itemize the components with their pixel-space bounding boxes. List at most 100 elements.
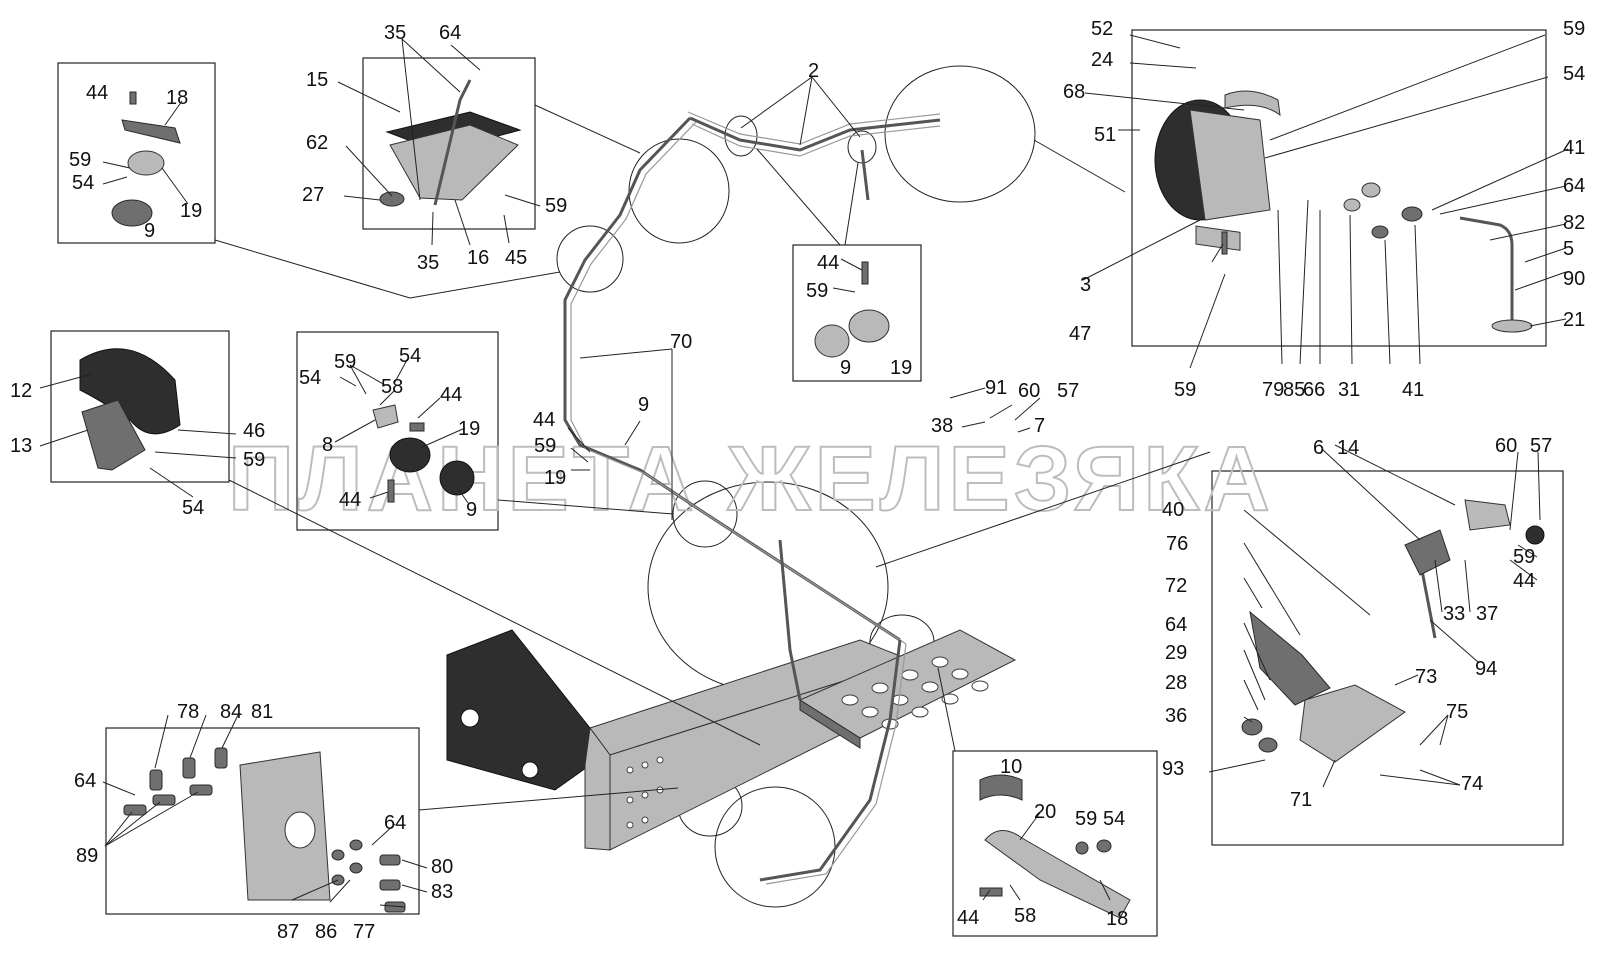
part-label: 15	[306, 69, 328, 91]
label-leaders	[39, 34, 1569, 908]
part-labels: 44 18 59 54 19 9 35 64 15 62 27 59 35 16…	[10, 18, 1585, 943]
part-label: 20	[1034, 801, 1056, 823]
part-label: 64	[384, 812, 406, 834]
part-label: 46	[243, 420, 265, 442]
part-label: 57	[1530, 435, 1552, 457]
part-label: 81	[251, 701, 273, 723]
part-label: 86	[315, 921, 337, 943]
part-label: 3	[1080, 274, 1091, 296]
part-label: 70	[670, 331, 692, 353]
part-label: 77	[353, 921, 375, 943]
pipelines	[563, 111, 941, 885]
part-label: 66	[1303, 379, 1325, 401]
part-label: 68	[1063, 81, 1085, 103]
part-label: 9	[840, 357, 851, 379]
connector-lines	[214, 104, 1211, 811]
part-label: 90	[1563, 268, 1585, 290]
part-label: 5	[1563, 238, 1574, 260]
detail-box-frame-clamp	[952, 750, 1158, 937]
part-label: 87	[277, 921, 299, 943]
part-label: 7	[1034, 415, 1045, 437]
part-label: 72	[1165, 575, 1187, 597]
part-label: 19	[180, 200, 202, 222]
part-label: 35	[384, 22, 406, 44]
part-label: 36	[1165, 705, 1187, 727]
part-label: 28	[1165, 672, 1187, 694]
part-label: 10	[1000, 756, 1022, 778]
part-label: 83	[431, 881, 453, 903]
detail-box-bracket	[296, 331, 499, 531]
part-label: 44	[86, 82, 108, 104]
part-label: 40	[1162, 499, 1184, 521]
part-glyphs	[79, 79, 1545, 919]
part-label: 44	[957, 907, 979, 929]
step-plate	[798, 629, 1017, 749]
part-label: 41	[1402, 379, 1424, 401]
part-label: 44	[440, 384, 462, 406]
part-label: 16	[467, 247, 489, 269]
part-label: 35	[417, 252, 439, 274]
part-label: 59	[545, 195, 567, 217]
part-label: 37	[1476, 603, 1498, 625]
part-label: 59	[243, 449, 265, 471]
part-label: 89	[76, 845, 98, 867]
part-label: 19	[458, 418, 480, 440]
part-label: 31	[1338, 379, 1360, 401]
part-label: 59	[1563, 18, 1585, 40]
part-label: 24	[1091, 49, 1113, 71]
part-label: 94	[1475, 658, 1497, 680]
detail-box-clamp-top-left	[57, 62, 216, 244]
part-label: 2	[808, 60, 819, 82]
part-label: 45	[505, 247, 527, 269]
part-label: 64	[439, 22, 461, 44]
part-label: 44	[339, 489, 361, 511]
part-label: 71	[1290, 789, 1312, 811]
part-label: 21	[1563, 309, 1585, 331]
part-label: 14	[1337, 437, 1359, 459]
detail-box-valve-assembly	[1131, 29, 1547, 347]
part-label: 9	[466, 499, 477, 521]
part-label: 59	[334, 351, 356, 373]
part-label: 85	[1283, 379, 1305, 401]
part-label: 18	[1106, 908, 1128, 930]
part-label: 19	[890, 357, 912, 379]
part-label: 47	[1069, 323, 1091, 345]
part-label: 54	[1103, 808, 1125, 830]
part-label: 84	[220, 701, 242, 723]
part-label: 18	[166, 87, 188, 109]
detail-box-fittings-plate	[105, 727, 420, 915]
part-label: 59	[1174, 379, 1196, 401]
part-label: 38	[931, 415, 953, 437]
part-label: 80	[431, 856, 453, 878]
part-label: 51	[1094, 124, 1116, 146]
part-label: 78	[177, 701, 199, 723]
part-label: 64	[74, 770, 96, 792]
part-label: 44	[1513, 570, 1535, 592]
part-label: 74	[1461, 773, 1483, 795]
part-label: 44	[817, 252, 839, 274]
part-label: 9	[638, 394, 649, 416]
part-label: 52	[1091, 18, 1113, 40]
part-label: 13	[10, 435, 32, 457]
part-label: 59	[69, 149, 91, 171]
part-label: 41	[1563, 137, 1585, 159]
part-label: 64	[1563, 175, 1585, 197]
part-label: 91	[985, 377, 1007, 399]
part-label: 8	[322, 434, 333, 456]
part-label: 60	[1495, 435, 1517, 457]
part-label: 64	[1165, 614, 1187, 636]
part-label: 58	[381, 376, 403, 398]
part-label: 33	[1443, 603, 1465, 625]
part-label: 6	[1313, 437, 1324, 459]
detail-box-cover	[50, 330, 230, 483]
part-label: 54	[1563, 63, 1585, 85]
chassis-frame	[446, 629, 912, 851]
part-label: 79	[1262, 379, 1284, 401]
part-label: 29	[1165, 642, 1187, 664]
part-label: 59	[1513, 546, 1535, 568]
detail-box-clamp-middle	[792, 244, 922, 382]
part-label: 54	[182, 497, 204, 519]
part-label: 75	[1446, 701, 1468, 723]
